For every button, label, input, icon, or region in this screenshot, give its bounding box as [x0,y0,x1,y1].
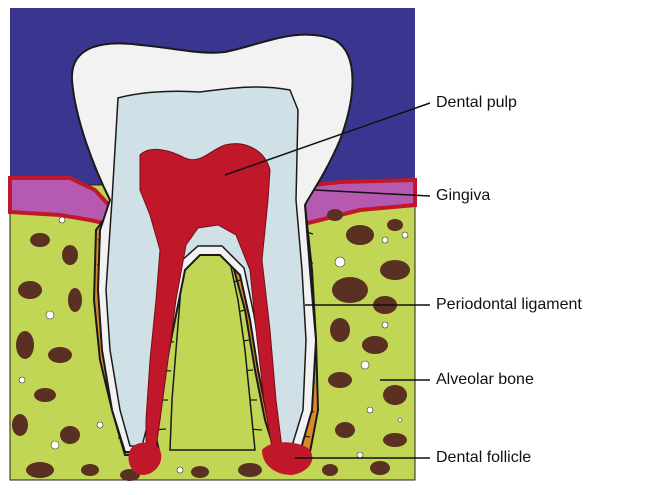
label-alveolar-bone: Alveolar bone [436,371,534,389]
label-dental-pulp: Dental pulp [436,94,517,112]
label-gingiva: Gingiva [436,187,490,205]
label-periodontal-ligament: Periodontal ligament [436,296,582,314]
label-dental-follicle: Dental follicle [436,449,531,467]
